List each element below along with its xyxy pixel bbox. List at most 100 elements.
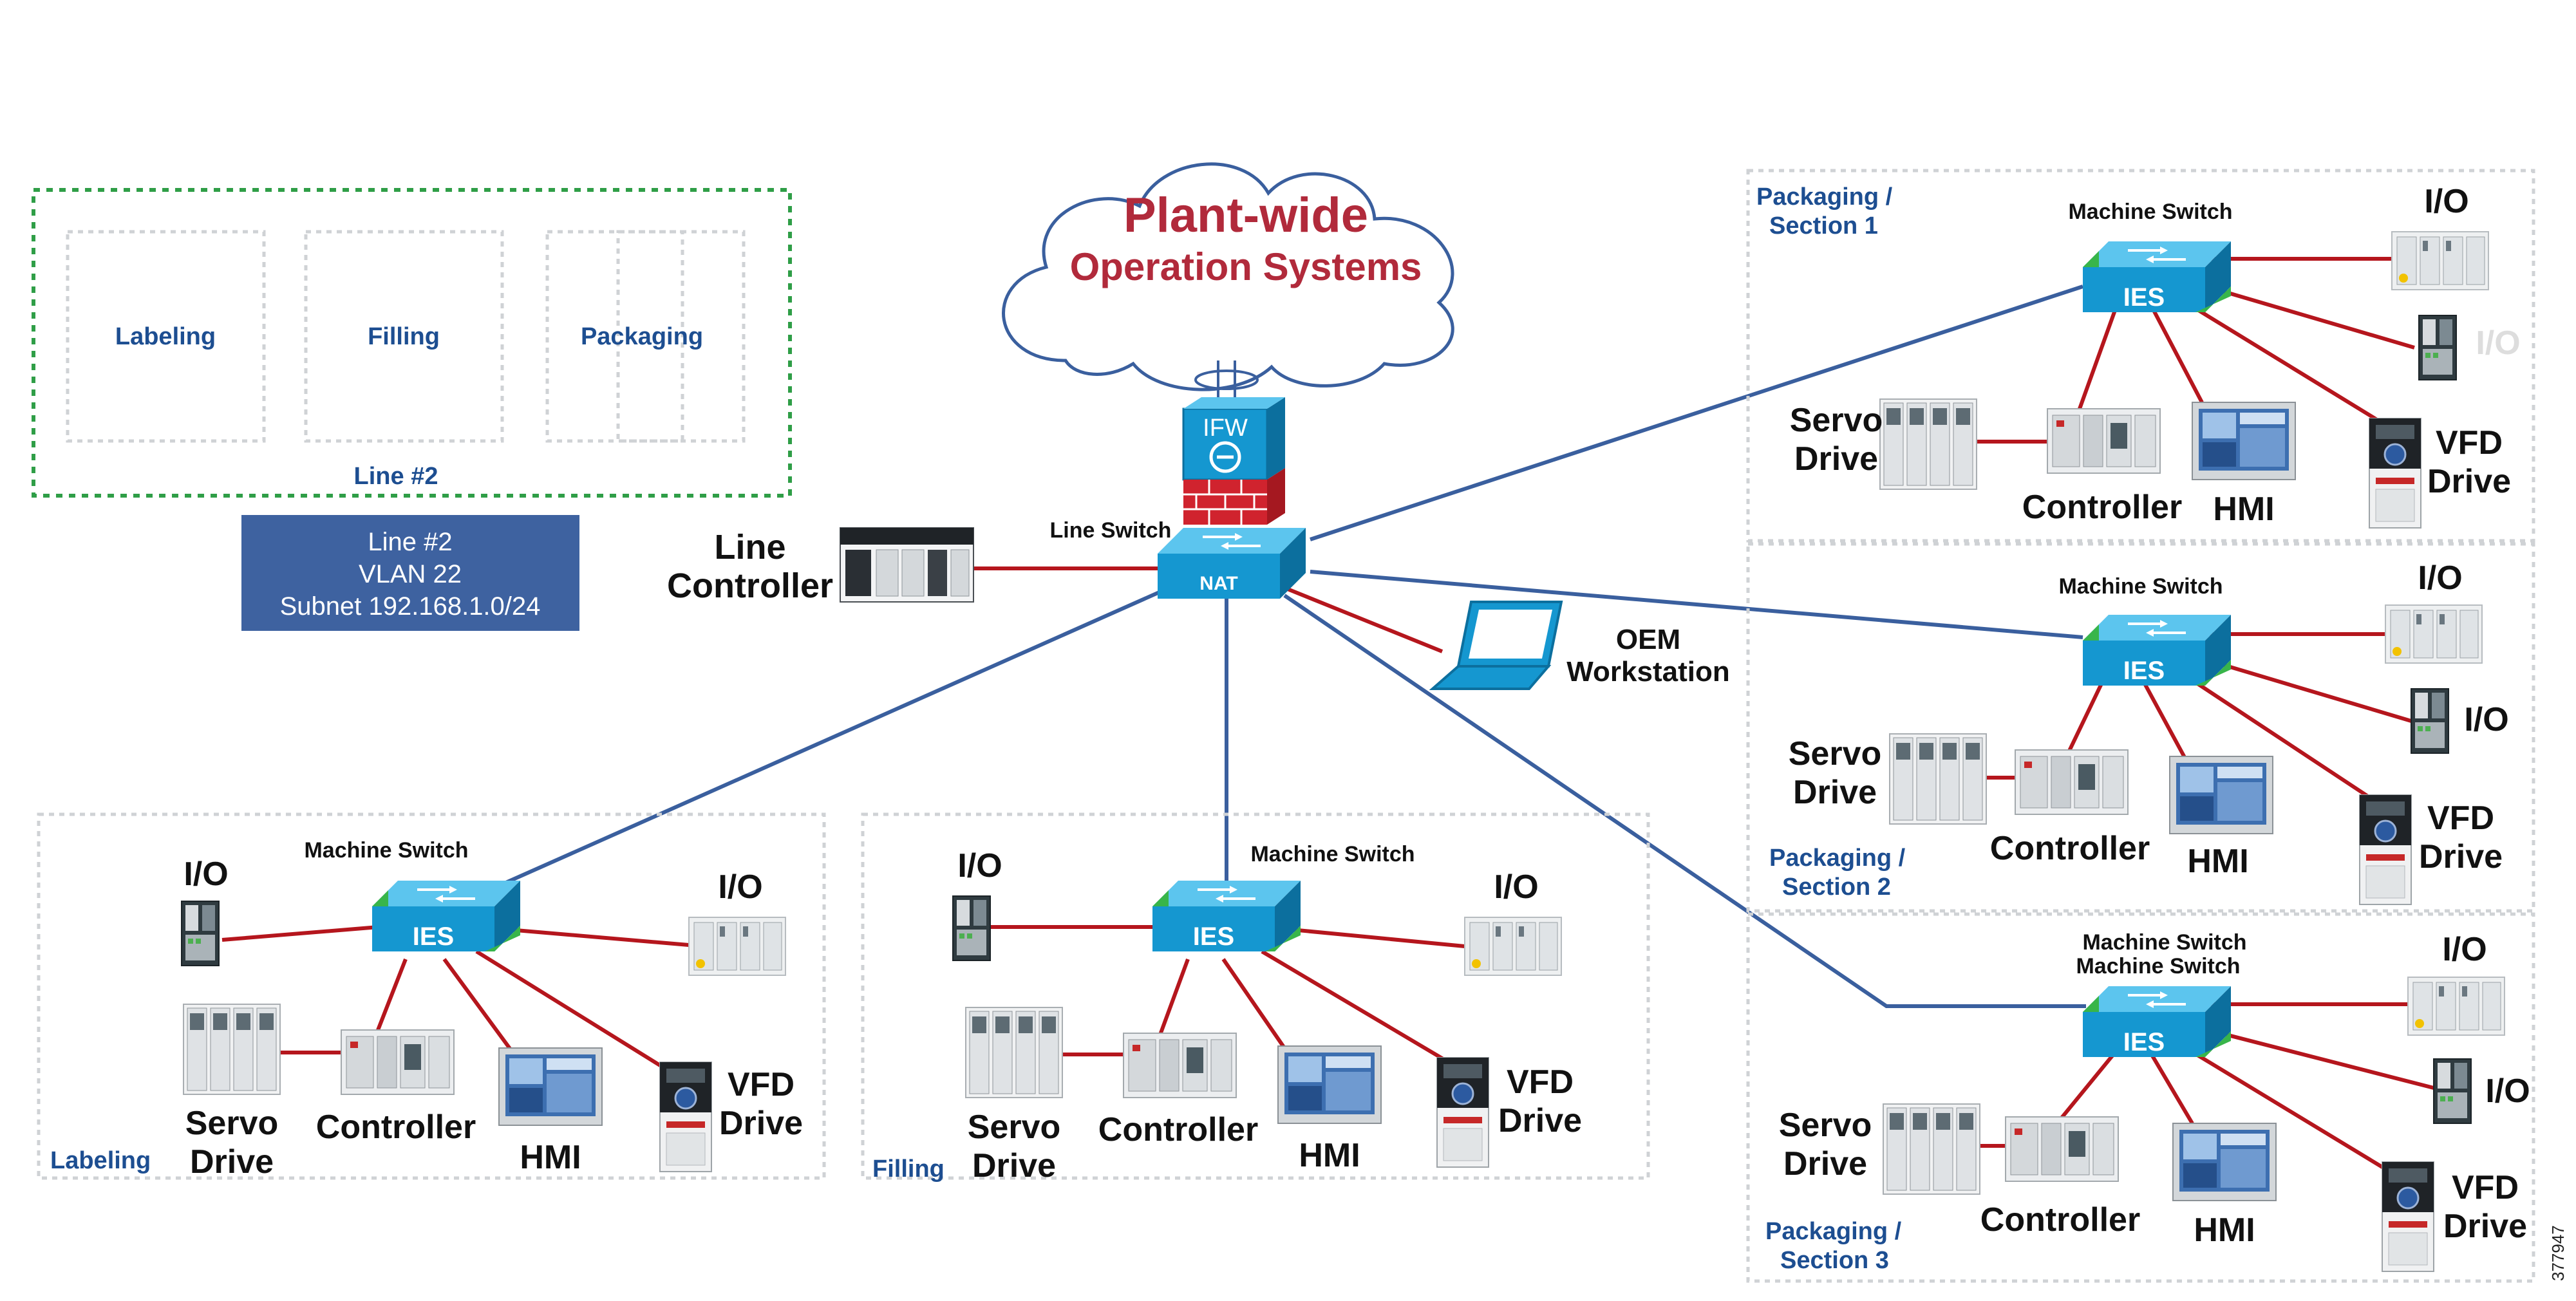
firewall-label: IFW xyxy=(1203,415,1248,442)
io-label: I/O xyxy=(2485,1072,2530,1110)
vfd-label-2: Drive xyxy=(1498,1102,1582,1139)
cell-name-1: Packaging / xyxy=(1765,1218,1902,1245)
io-label: I/O xyxy=(2464,701,2508,738)
link xyxy=(2142,681,2188,761)
link xyxy=(2078,309,2117,410)
plant-wide-cloud: Plant-wide Operation Systems xyxy=(1002,162,1454,391)
machine-switch-label: Machine Switch xyxy=(2068,200,2232,224)
vfd-label-2: Drive xyxy=(719,1105,803,1142)
servo-label-1: Servo xyxy=(1790,402,1883,439)
controller-label: Controller xyxy=(1098,1111,1258,1148)
line2-cell-filling: Filling xyxy=(368,323,440,350)
hmi-label: HMI xyxy=(520,1139,581,1176)
link xyxy=(221,925,379,942)
laptop-icon xyxy=(1429,601,1563,690)
io-label: I/O xyxy=(957,847,1002,884)
servo-label-1: Servo xyxy=(1789,735,1882,772)
vfd-drive-icon xyxy=(1436,1056,1490,1168)
vfd-label-1: VFD xyxy=(728,1066,794,1103)
firewall-icon: IFW xyxy=(1182,397,1285,525)
link xyxy=(2181,1044,2396,1177)
link xyxy=(475,950,664,1069)
vfd-label-2: Drive xyxy=(2427,463,2511,500)
io-module-icon xyxy=(181,901,220,966)
io-label: I/O xyxy=(718,868,762,906)
io-label: I/O xyxy=(2442,931,2487,968)
vfd-drive-icon xyxy=(2381,1161,2435,1273)
vfd-drive-icon xyxy=(2358,794,2412,906)
io-label: I/O xyxy=(2424,183,2468,220)
vfd-drive-icon xyxy=(2368,417,2422,529)
uplink-pack2 xyxy=(1310,570,2083,639)
vfd-label-2: Drive xyxy=(2419,838,2503,875)
cloud-title: Plant-wide xyxy=(1123,188,1368,243)
nat-badge: NAT xyxy=(1199,573,1237,594)
hmi-icon xyxy=(2192,402,2296,480)
oem-label-1: OEM xyxy=(1616,624,1680,655)
vfd-drive-icon xyxy=(659,1061,713,1173)
controller-icon xyxy=(1123,1033,1237,1098)
line2-cell-packaging: Packaging xyxy=(581,323,703,350)
link xyxy=(1284,927,1465,948)
cell-name: Labeling xyxy=(50,1147,151,1174)
cell-name-1: Packaging / xyxy=(1756,183,1893,211)
servo-label-2: Drive xyxy=(1783,1145,1867,1183)
servo-label-2: Drive xyxy=(190,1143,274,1181)
controller-label: Controller xyxy=(1980,1201,2140,1239)
cell-packaging-section-1: Packaging / Section 1 Machine Switch IES… xyxy=(1756,183,2521,529)
device-links xyxy=(221,257,2434,1177)
line2-cell-labeling: Labeling xyxy=(115,323,216,350)
cell-labeling: Machine Switch IES I/O I/O Servo Drive C… xyxy=(50,838,803,1181)
link xyxy=(442,958,514,1053)
servo-label-1: Servo xyxy=(185,1105,279,1142)
figure-id: 377947 xyxy=(2548,1225,2568,1281)
servo-drive-icon xyxy=(1883,1103,1980,1195)
line-switch: NAT xyxy=(1158,528,1306,599)
uplink-pack1 xyxy=(1310,285,2083,541)
ies-label: IES xyxy=(2123,657,2165,685)
link xyxy=(2195,655,2412,723)
io-module-icon xyxy=(2433,1058,2472,1124)
machine-switch-label: Machine Switch xyxy=(1250,842,1415,866)
link xyxy=(500,927,690,947)
servo-label-2: Drive xyxy=(972,1147,1056,1184)
line2-group: Labeling Filling Packaging Line #2 xyxy=(32,188,792,498)
io-label-faded: I/O xyxy=(2476,324,2520,362)
controller-icon xyxy=(2005,1116,2119,1182)
link xyxy=(2055,1051,2117,1125)
controller-icon xyxy=(2047,408,2161,474)
uplinks xyxy=(494,285,2086,1008)
link xyxy=(371,958,408,1043)
link-oem xyxy=(1270,581,1443,653)
ies-label: IES xyxy=(1193,922,1234,951)
cell-boundaries xyxy=(37,169,2535,1283)
cell-name-2: Section 3 xyxy=(1780,1247,1889,1274)
servo-drive-icon xyxy=(1889,733,1987,825)
io-module-icon xyxy=(2385,604,2483,664)
link xyxy=(1261,950,1453,1066)
io-module-icon xyxy=(2418,315,2457,380)
ies-label: IES xyxy=(2123,283,2165,312)
controller-label: Controller xyxy=(316,1109,476,1146)
machine-switch-label: Machine Switch xyxy=(2082,930,2246,955)
ies-label: IES xyxy=(413,922,454,951)
machine-switch-label: Machine Switch xyxy=(304,838,468,863)
cell-filling: Machine Switch IES I/O I/O Servo Drive C… xyxy=(872,842,1582,1184)
line-controller-icon xyxy=(840,527,974,603)
io-label: I/O xyxy=(183,856,228,893)
oem-label-2: Workstation xyxy=(1566,656,1729,688)
vlan-box: Line #2 VLAN 22 Subnet 192.168.1.0/24 xyxy=(241,515,579,631)
ies-label: IES xyxy=(2123,1028,2165,1056)
vfd-label-1: VFD xyxy=(1507,1063,1574,1101)
vfd-label-2: Drive xyxy=(2443,1208,2527,1245)
line-controller-label-1: Line xyxy=(714,528,785,566)
vfd-label-1: VFD xyxy=(2436,424,2503,462)
servo-label-2: Drive xyxy=(1794,440,1878,478)
cell-name-2: Section 2 xyxy=(1782,874,1891,901)
machine-switch-label: Machine Switch xyxy=(2076,954,2240,978)
link xyxy=(1221,958,1286,1049)
hmi-icon xyxy=(2169,756,2273,834)
line-controller-label-2: Controller xyxy=(667,566,833,605)
io-module-icon xyxy=(2407,977,2505,1036)
io-label: I/O xyxy=(2418,559,2462,597)
